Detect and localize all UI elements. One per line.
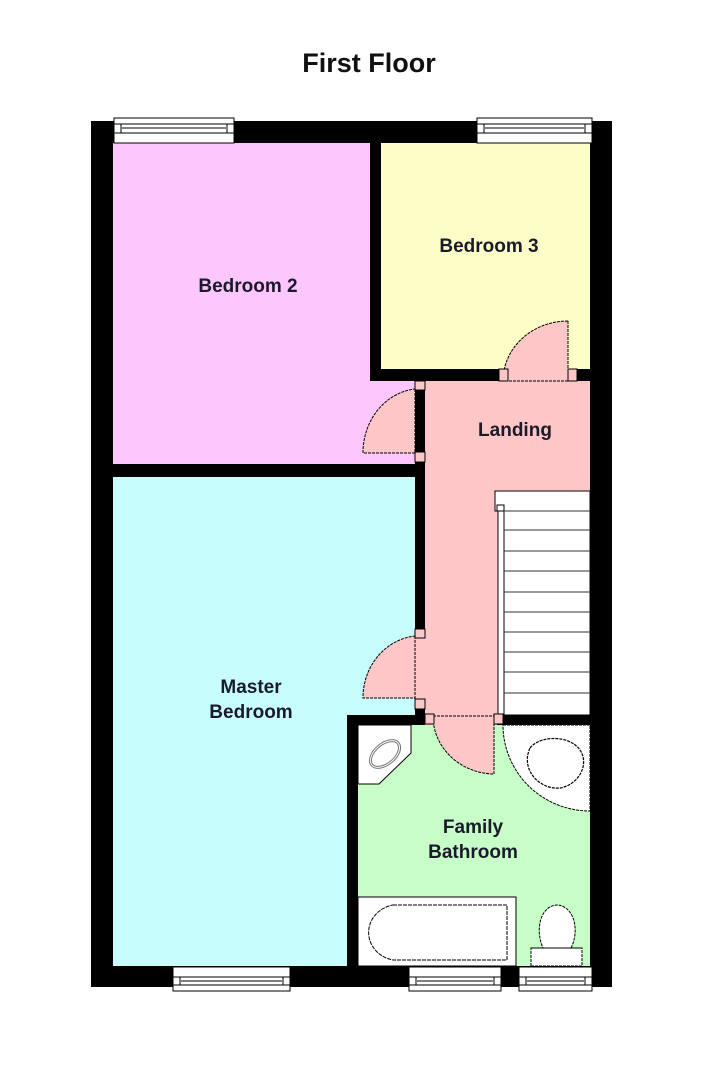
label-master-bedroom-line1: Master <box>220 677 282 698</box>
bedroom2-window <box>113 117 235 144</box>
bathroom-north-wall-left <box>347 715 425 725</box>
door-jamb <box>414 451 426 463</box>
door-jamb <box>567 368 578 382</box>
bathroom-door-swing[interactable] <box>432 715 495 775</box>
bedroom3-door-swing[interactable] <box>502 320 569 382</box>
bathroom-west-wall <box>347 715 358 967</box>
door-jamb <box>493 713 504 725</box>
bathroom-window-2 <box>518 966 593 992</box>
bathroom-window-1 <box>408 966 502 992</box>
bath <box>357 896 517 967</box>
shower-tray <box>502 724 591 812</box>
bedroom3-window <box>476 117 593 144</box>
label-family-bathroom-line1: Family <box>443 817 504 838</box>
door-jamb <box>414 628 426 639</box>
bedroom2-door-swing[interactable] <box>362 388 416 454</box>
landing-west-wall <box>415 464 425 714</box>
door-jamb <box>414 380 426 391</box>
label-bedroom-3: Bedroom 3 <box>439 236 538 257</box>
door-jamb <box>414 698 426 710</box>
room-bedroom-2 <box>113 143 370 464</box>
label-landing: Landing <box>478 420 552 441</box>
toilet <box>530 904 583 967</box>
label-family-bathroom-line2: Bathroom <box>428 842 518 863</box>
label-master-bedroom-line2: Bedroom <box>209 702 292 723</box>
bedroom2-master-wall <box>113 464 425 477</box>
staircase <box>494 490 591 716</box>
master-bedroom-lower <box>113 716 347 966</box>
corner-basin <box>357 724 412 785</box>
door-jamb <box>498 368 509 382</box>
bathroom-north-wall-right <box>497 715 590 725</box>
master-bedroom-window <box>172 966 291 992</box>
floor-title: First Floor <box>302 48 436 78</box>
door-jamb <box>424 713 435 725</box>
master-door-gap <box>415 636 425 700</box>
label-bedroom-2: Bedroom 2 <box>198 276 297 297</box>
bedroom3-west-wall <box>370 143 381 381</box>
master-bedroom-door-swing[interactable] <box>362 635 416 699</box>
